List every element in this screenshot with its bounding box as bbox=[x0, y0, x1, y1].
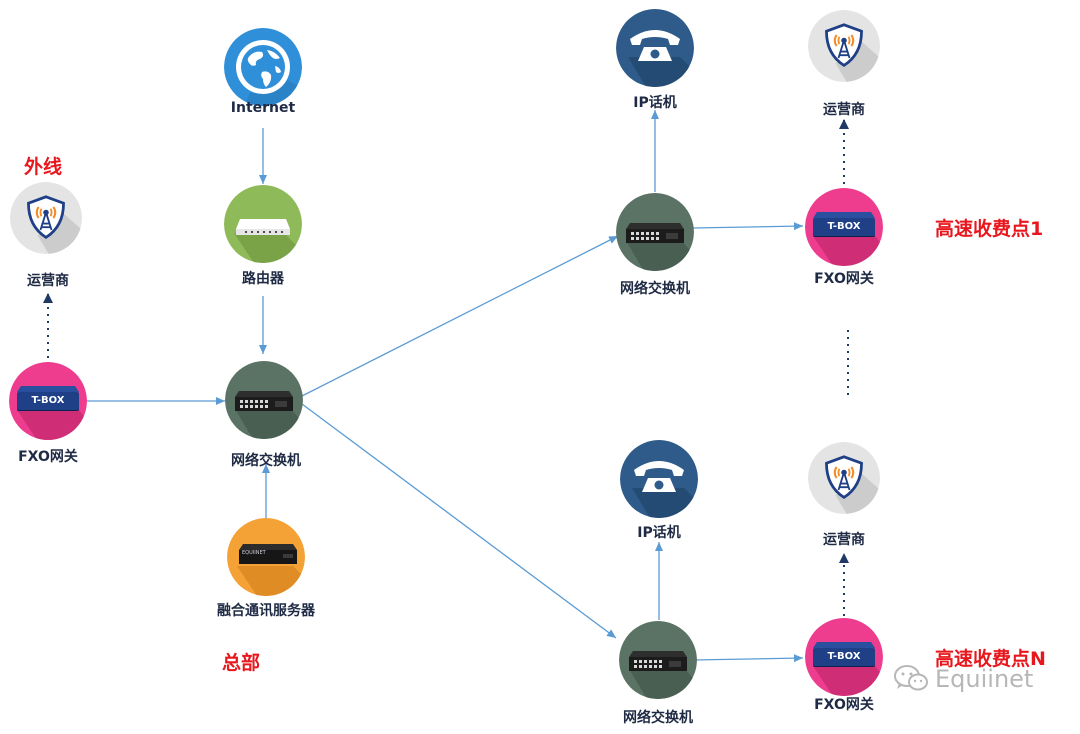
edge-switch-station1 bbox=[301, 235, 619, 397]
st1-fxo-label: FXO网关 bbox=[814, 271, 874, 287]
edge-stn-switch-fxo bbox=[692, 654, 804, 663]
server-brand-mark: EQUIINET bbox=[242, 550, 266, 556]
region-station-1: 高速收费点1 bbox=[935, 218, 1044, 240]
stn-phone-label: IP话机 bbox=[637, 525, 681, 541]
st1-fxo-node: T-BOX bbox=[805, 188, 883, 266]
server-label: 融合通讯服务器 bbox=[217, 603, 315, 619]
router-node bbox=[224, 185, 302, 263]
hq-switch-label: 网络交换机 bbox=[231, 453, 301, 469]
edge-st1-switch-fxo bbox=[692, 222, 804, 231]
hq-fxo-label: FXO网关 bbox=[18, 449, 78, 465]
st1-switch-node bbox=[616, 193, 694, 271]
stn-switch-node bbox=[619, 621, 697, 699]
router-label: 路由器 bbox=[242, 271, 284, 287]
st1-phone-node bbox=[616, 9, 694, 87]
watermark: Equiinet bbox=[893, 664, 1033, 694]
st1-switch-label: 网络交换机 bbox=[620, 281, 690, 297]
hq-switch-node bbox=[225, 361, 303, 439]
stn-fxo-label: FXO网关 bbox=[814, 697, 874, 713]
watermark-text: Equiinet bbox=[935, 665, 1034, 693]
region-outside: 外线 bbox=[24, 156, 63, 178]
hq-fxo-node: T-BOX bbox=[9, 362, 87, 440]
region-station-n: 高速收费点N bbox=[935, 648, 1046, 670]
st1-carrier-label: 运营商 bbox=[823, 102, 865, 118]
tbox-device-label: T-BOX bbox=[17, 392, 79, 410]
tbox-device-label: T-BOX bbox=[813, 648, 875, 666]
tbox-device-label: T-BOX bbox=[813, 218, 875, 236]
edge-switch-stationn bbox=[301, 403, 617, 639]
wechat-icon bbox=[894, 665, 928, 691]
hq-carrier-node bbox=[10, 182, 82, 254]
stn-carrier-node bbox=[808, 442, 880, 514]
stn-fxo-node: T-BOX bbox=[805, 618, 883, 696]
stn-switch-label: 网络交换机 bbox=[623, 710, 693, 726]
stn-carrier-label: 运营商 bbox=[823, 532, 865, 548]
internet-globe-node bbox=[224, 28, 302, 106]
internet-label: Internet bbox=[230, 100, 296, 116]
st1-phone-label: IP话机 bbox=[633, 95, 677, 111]
st1-carrier-node bbox=[808, 10, 880, 82]
stn-phone-node bbox=[620, 440, 698, 518]
server-node: EQUIINET bbox=[227, 518, 305, 596]
region-headquarters: 总部 bbox=[222, 652, 261, 674]
hq-carrier-label: 运营商 bbox=[27, 273, 69, 289]
